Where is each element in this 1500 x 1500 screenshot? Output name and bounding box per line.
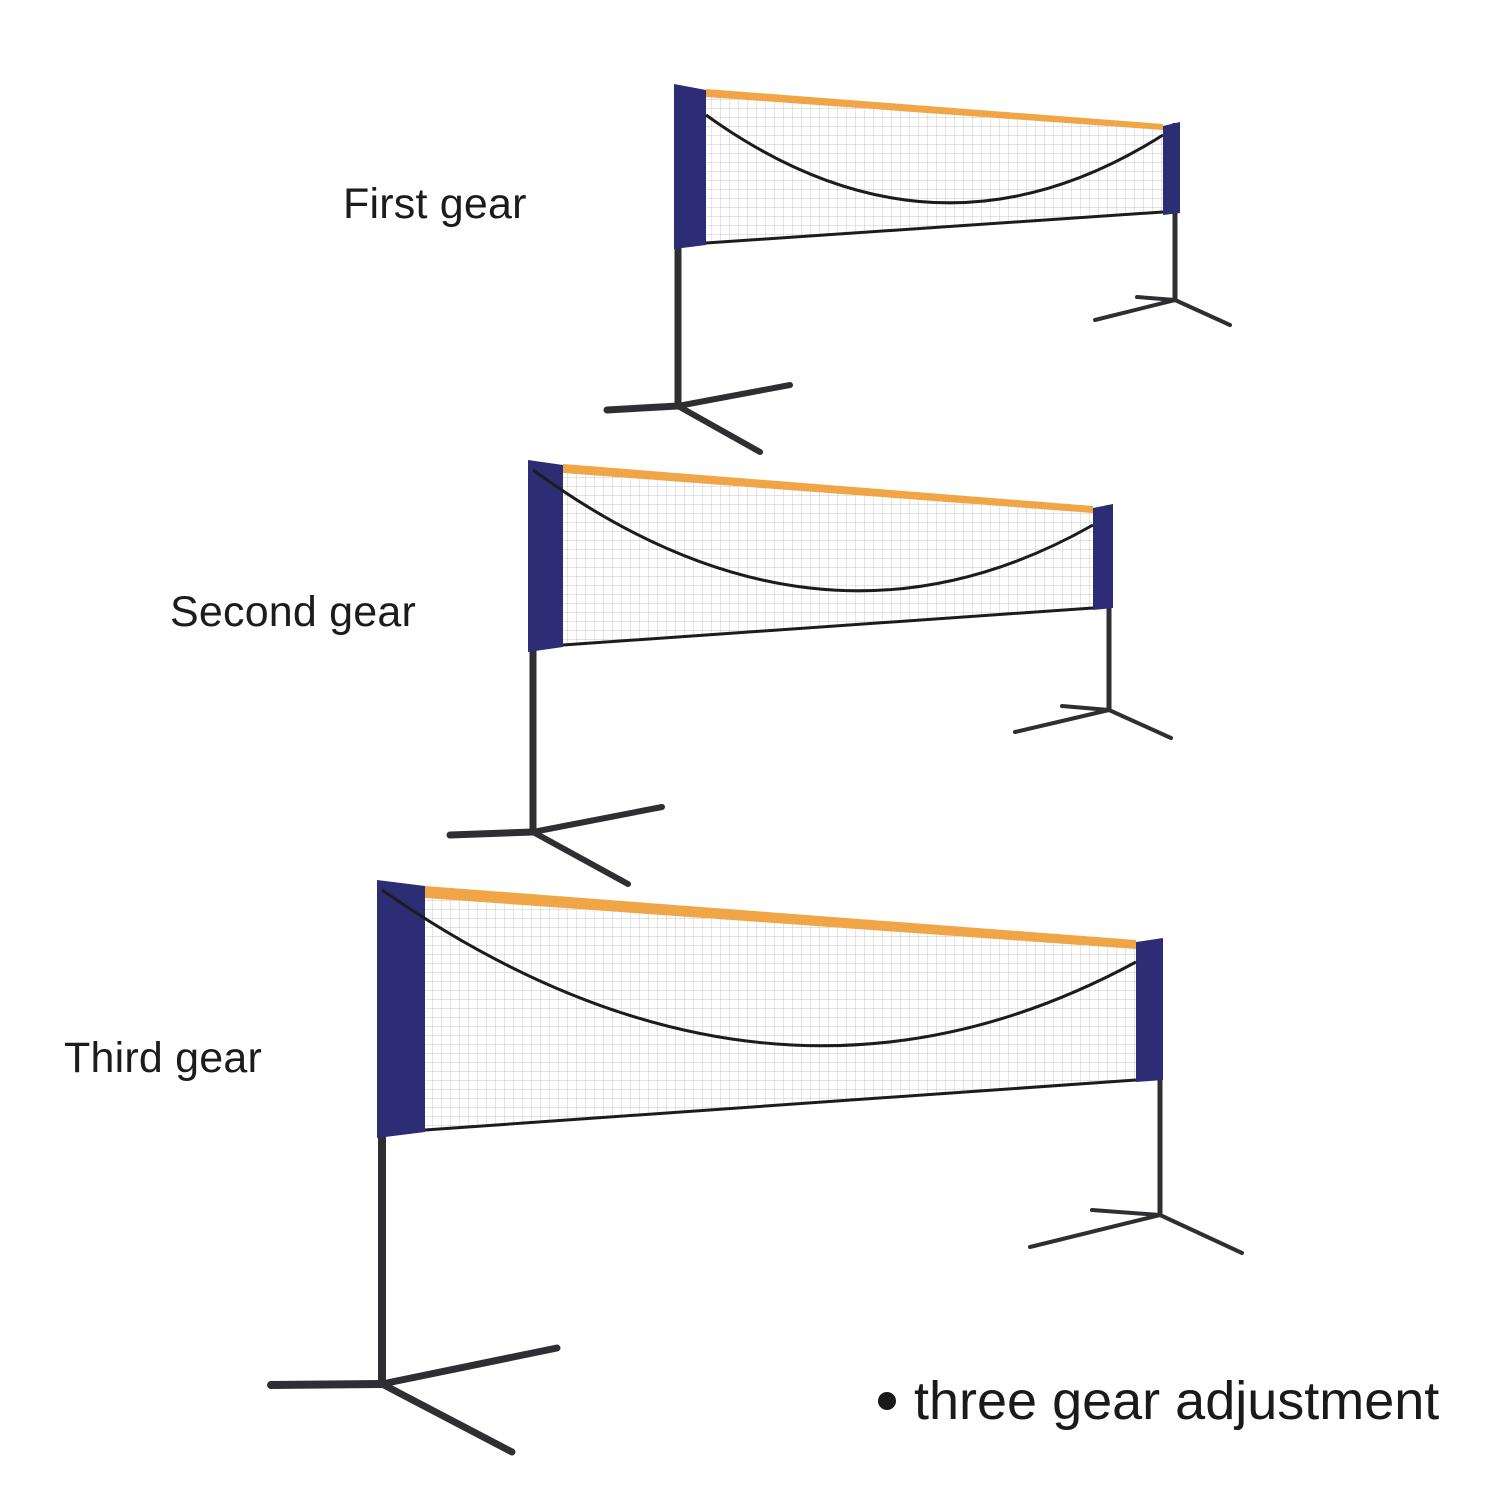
caption-text: three gear adjustment [914,1371,1440,1431]
first-gear-label: First gear [343,180,527,228]
bottom-cord [705,210,1164,245]
second-gear-label: Second gear [170,588,417,636]
sag-cord [532,468,1094,593]
left-base [603,382,793,455]
bottom-cord [424,1078,1137,1132]
left-base [267,1344,561,1456]
right-base [1028,1208,1244,1255]
top-tape [563,464,1093,513]
right-base [1013,704,1173,740]
third-gear-label: Third gear [64,1034,262,1082]
left-banner [674,84,706,249]
net-second-gear [446,460,1173,887]
net-mesh [563,468,1093,645]
bottom-cord [562,606,1094,647]
bullet-icon [878,1392,896,1410]
right-banner [1163,122,1180,215]
right-banner [1136,938,1163,1082]
net-mesh [706,92,1163,243]
sag-cord [381,888,1137,1048]
net-mesh [425,890,1136,1130]
left-banner [528,460,563,652]
right-banner [1093,504,1113,610]
caption: three gear adjustment [878,1370,1439,1432]
left-banner [377,880,425,1138]
top-tape [706,89,1163,130]
right-base [1093,295,1232,327]
net-first-gear [603,84,1232,455]
sag-cord [705,113,1164,205]
net-third-gear [267,880,1244,1456]
top-tape [425,886,1136,949]
left-base [446,804,665,887]
